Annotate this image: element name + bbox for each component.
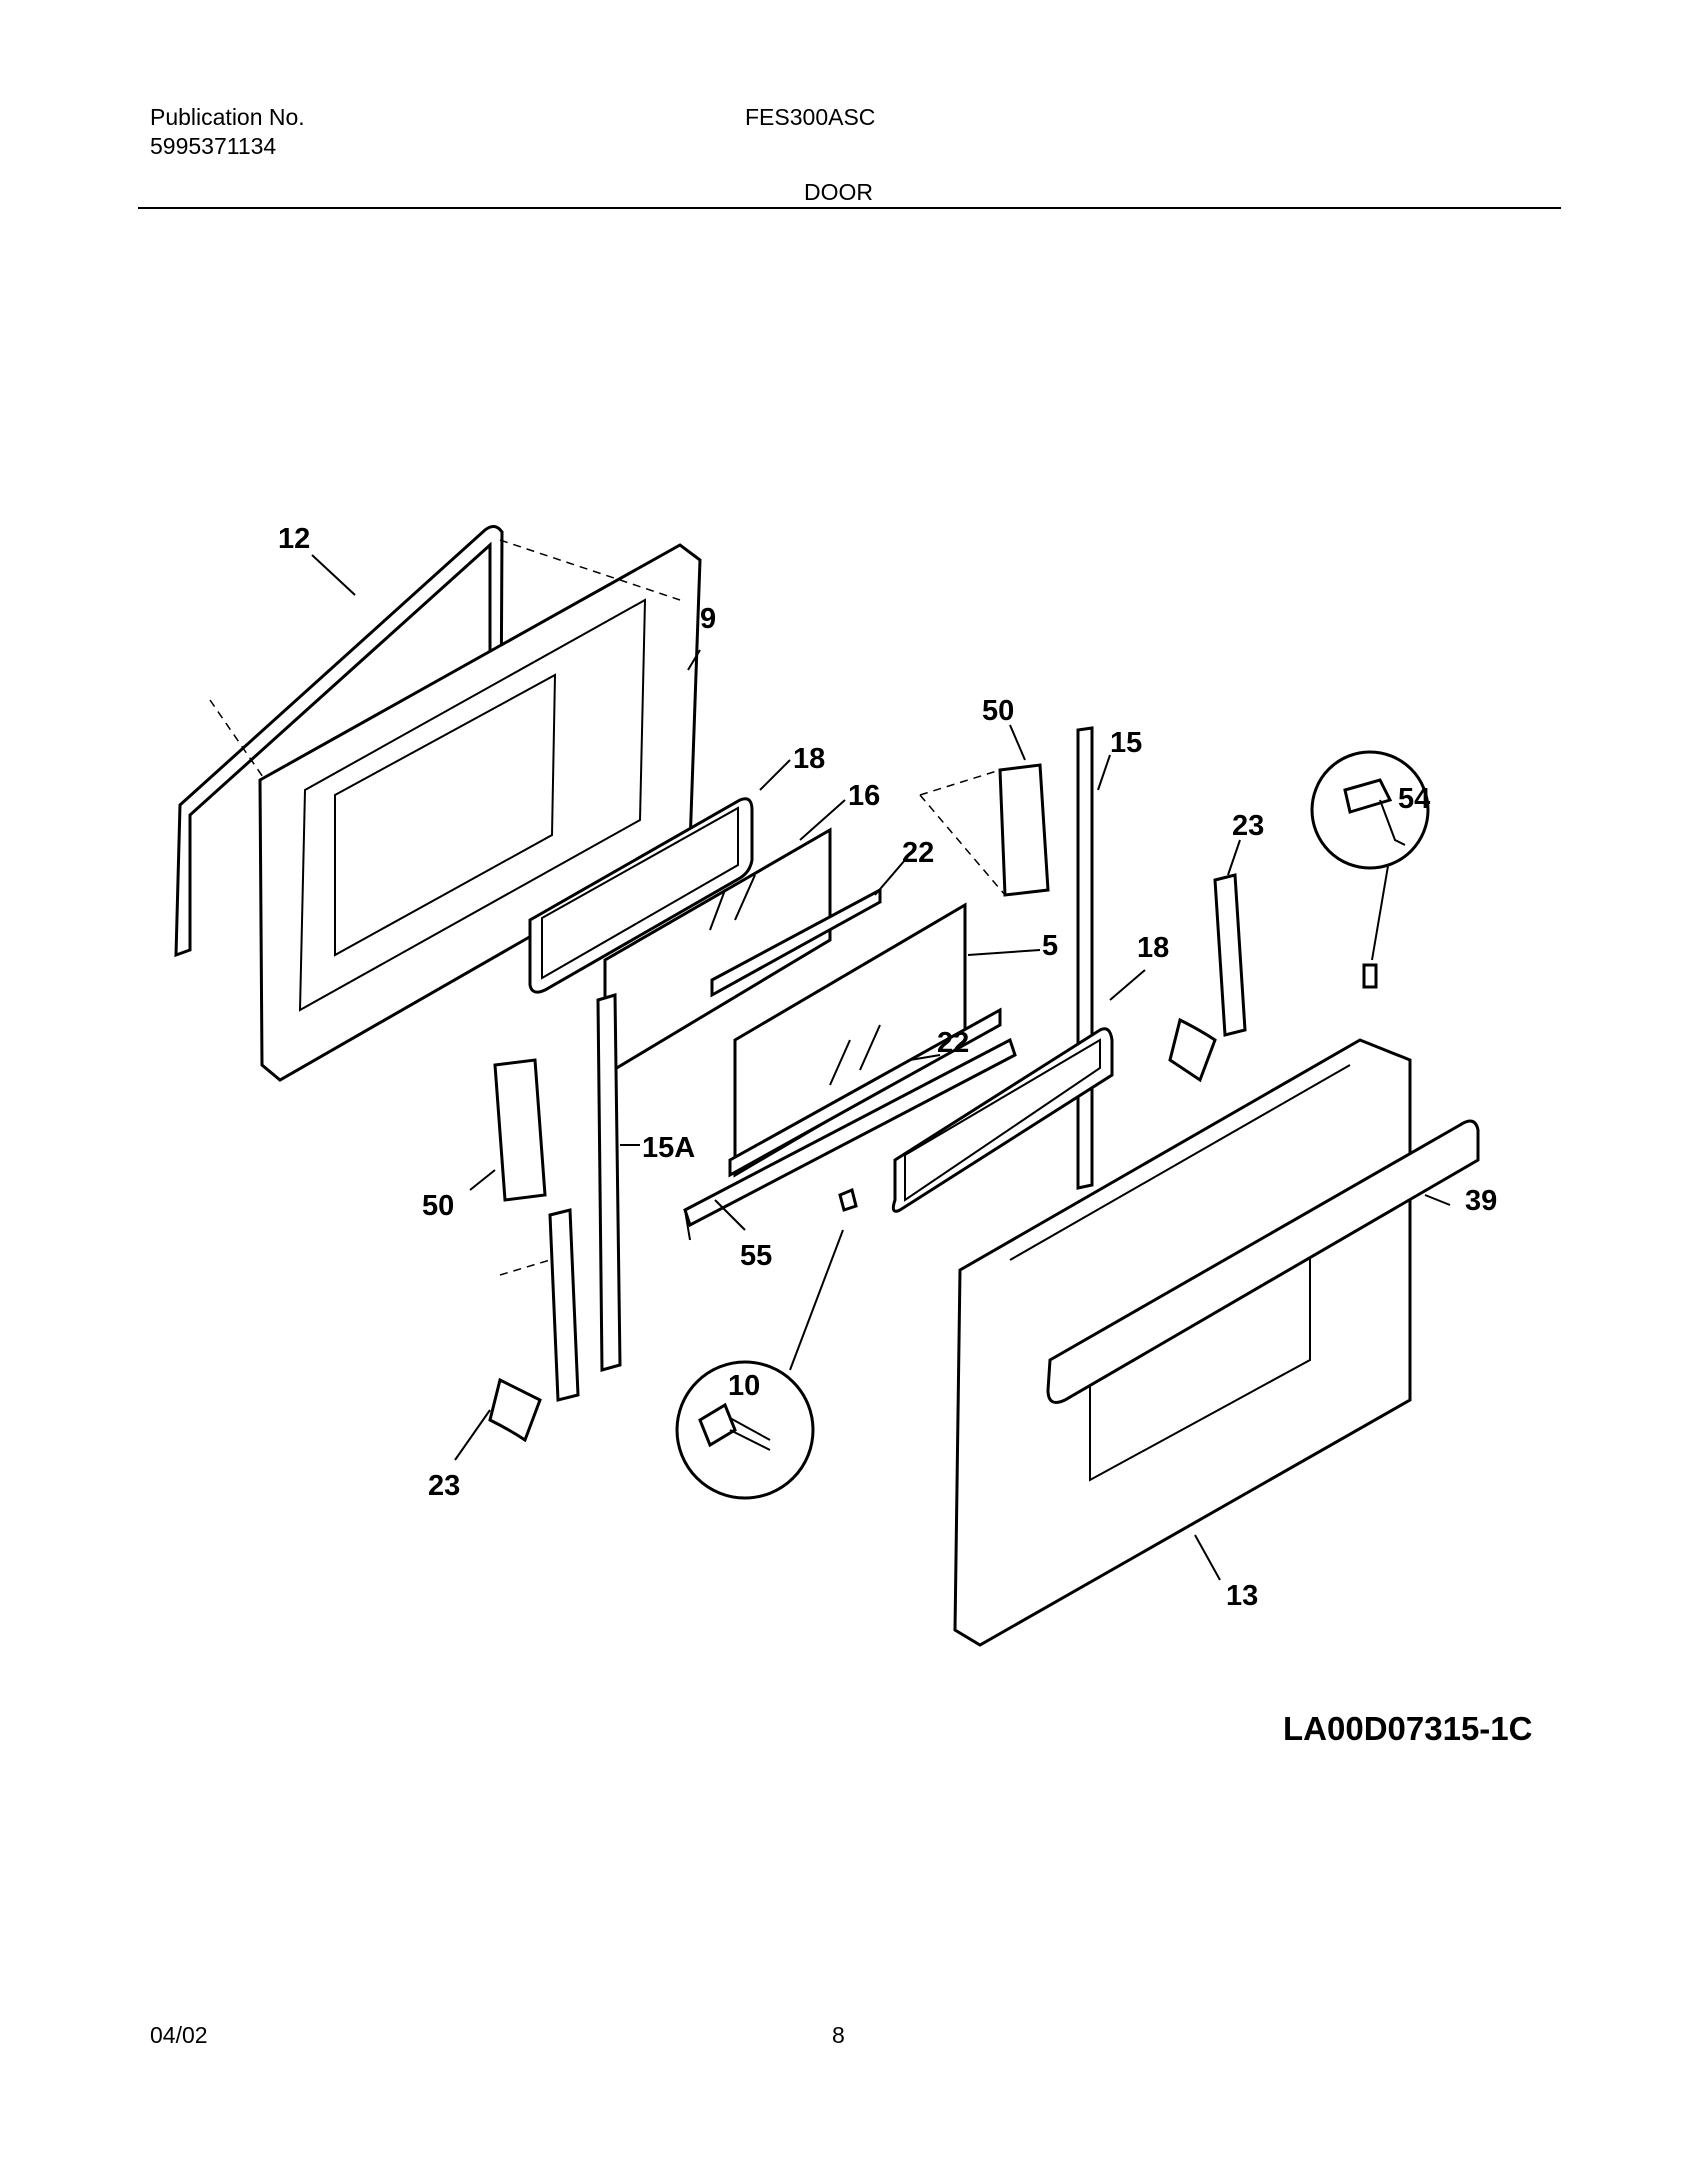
part-bracket-upper-right (919, 763, 1050, 897)
part-hinge-channel-left (596, 993, 622, 1372)
part-bracket-lower-left (493, 1058, 547, 1202)
publication-number: 5995371134 (150, 133, 277, 159)
callout-16: 16 (848, 780, 880, 812)
model-number: FES300ASC (745, 104, 876, 130)
part-window-gasket-lower (891, 1027, 1114, 1213)
part-screw-detail-54 (1310, 750, 1430, 989)
callout-15a: 15A (642, 1132, 695, 1164)
callout-39: 39 (1465, 1185, 1497, 1217)
callout-15: 15 (1110, 727, 1142, 759)
part-gasket (174, 525, 504, 958)
part-hinge-right (1168, 873, 1247, 1083)
part-screw-detail-10 (675, 1187, 858, 1500)
callout-13: 13 (1226, 1580, 1258, 1612)
part-glass-retainer-upper (710, 887, 882, 998)
callout-22-lower: 22 (937, 1027, 969, 1059)
publication-label: Publication No. (150, 104, 305, 130)
callout-18-upper: 18 (793, 743, 825, 775)
callout-55: 55 (740, 1240, 772, 1272)
callout-5: 5 (1042, 930, 1058, 962)
part-hinge-left (488, 1208, 580, 1443)
footer-date: 04/02 (150, 2022, 208, 2048)
callout-22-upper: 22 (902, 837, 934, 869)
part-hinge-channel-right (1076, 726, 1094, 1190)
header-rule (138, 207, 1561, 209)
footer-page-number: 8 (832, 2022, 845, 2048)
callout-18-lower: 18 (1137, 932, 1169, 964)
callout-23-left: 23 (428, 1470, 460, 1502)
drawing-id: LA00D07315-1C (1283, 1710, 1533, 1747)
callout-23-right: 23 (1232, 810, 1264, 842)
callout-12: 12 (278, 523, 310, 555)
callout-9: 9 (700, 603, 716, 635)
part-outer-door (953, 1038, 1412, 1647)
callout-54: 54 (1398, 783, 1430, 815)
callout-50-lower: 50 (422, 1190, 454, 1222)
callout-50-upper: 50 (982, 695, 1014, 727)
callout-10: 10 (728, 1370, 760, 1402)
section-title: DOOR (804, 179, 873, 205)
part-door-handle (1046, 1119, 1480, 1404)
part-bottom-channel (683, 1037, 1017, 1241)
part-window-gasket-upper (528, 797, 754, 994)
